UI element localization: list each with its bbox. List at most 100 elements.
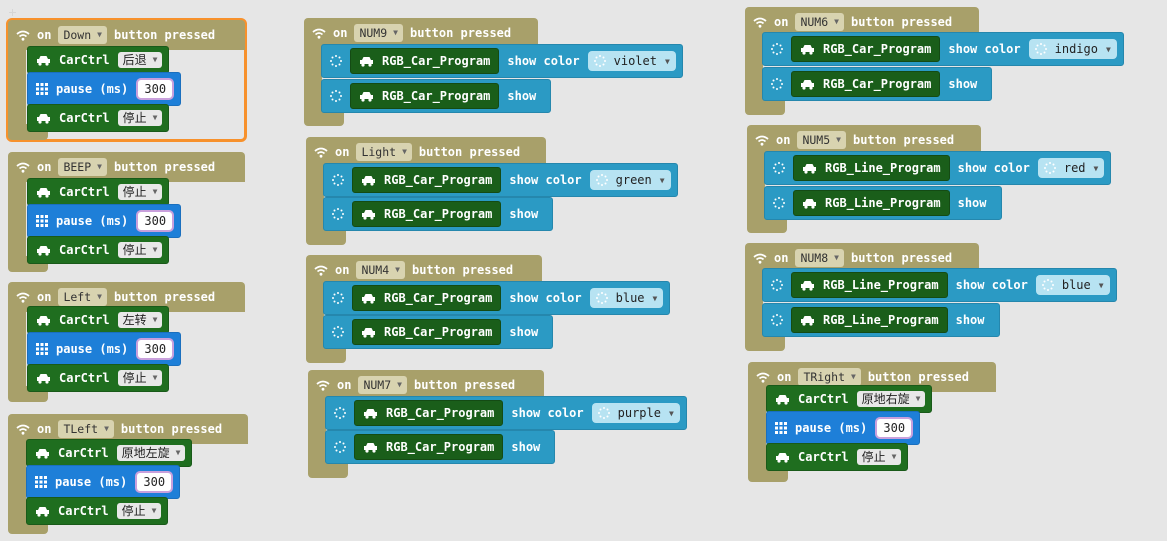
event-num5[interactable]: on NUM5▼ button pressed: [747, 125, 981, 233]
carctrl-dropdown[interactable]: 左转▼: [117, 312, 163, 328]
car-icon: [802, 163, 817, 174]
color-dropdown[interactable]: blue▼: [1035, 275, 1110, 295]
color-dropdown[interactable]: purple▼: [591, 403, 680, 423]
pause-value[interactable]: 300: [136, 78, 175, 100]
button-pressed-label: button pressed: [113, 28, 216, 42]
rgb-car-program-block[interactable]: RGB_Car_Program: [354, 400, 504, 426]
event-num9[interactable]: on NUM9▼ button pressed: [304, 18, 538, 126]
carctrl-dropdown[interactable]: 停止▼: [117, 370, 163, 386]
rgb-show-color-block[interactable]: RGB_Car_Program show color violet▼: [321, 44, 683, 78]
pause-block[interactable]: pause (ms) 300: [27, 204, 182, 238]
pause-value[interactable]: 300: [136, 210, 175, 232]
pause-block[interactable]: pause (ms) 300: [27, 72, 182, 106]
pause-value[interactable]: 300: [135, 471, 174, 493]
carctrl-block[interactable]: CarCtrl 停止▼: [27, 364, 170, 392]
wifi-icon: [316, 380, 330, 391]
rgb-show-block[interactable]: RGB_Car_Program show: [762, 67, 993, 101]
event-num8[interactable]: on NUM8▼ button pressed: [745, 243, 979, 351]
button-dropdown[interactable]: NUM8▼: [795, 249, 844, 267]
button-dropdown[interactable]: Down▼: [58, 26, 107, 44]
carctrl-dropdown[interactable]: 原地右旋▼: [856, 391, 926, 407]
button-dropdown[interactable]: TRight▼: [798, 368, 861, 386]
carctrl-block[interactable]: CarCtrl 停止▼: [26, 497, 169, 525]
carctrl-dropdown[interactable]: 停止▼: [117, 110, 163, 126]
rgb-car-program-block[interactable]: RGB_Car_Program: [352, 201, 502, 227]
carctrl-block[interactable]: CarCtrl 原地右旋▼: [766, 385, 933, 413]
event-num4[interactable]: on NUM4▼ button pressed: [306, 255, 542, 363]
rgb-show-block[interactable]: RGB_Car_Program show: [323, 197, 554, 231]
rgb-show-color-block[interactable]: RGB_Car_Program show color indigo▼: [762, 32, 1124, 66]
carctrl-block[interactable]: CarCtrl 停止▼: [766, 443, 909, 471]
button-dropdown[interactable]: Light▼: [356, 143, 412, 161]
car-icon: [800, 79, 815, 90]
grid-icon: [36, 343, 48, 355]
button-dropdown[interactable]: NUM9▼: [354, 24, 403, 42]
car-icon: [36, 55, 51, 66]
rgb-car-program-block[interactable]: RGB_Car_Program: [352, 285, 502, 311]
rgb-show-block[interactable]: RGB_Line_Program show: [764, 186, 1002, 220]
carctrl-block[interactable]: CarCtrl 停止▼: [27, 236, 170, 264]
carctrl-block[interactable]: CarCtrl 后退▼: [27, 46, 170, 74]
rgb-line-program-block[interactable]: RGB_Line_Program: [791, 272, 948, 298]
carctrl-block[interactable]: CarCtrl 原地左旋▼: [26, 439, 193, 467]
button-dropdown[interactable]: Left▼: [58, 288, 107, 306]
spinner-icon: [596, 174, 608, 186]
spinner-icon: [334, 407, 346, 419]
button-dropdown[interactable]: TLeft▼: [58, 420, 114, 438]
rgb-show-block[interactable]: RGB_Car_Program show: [321, 79, 552, 113]
rgb-show-color-block[interactable]: RGB_Car_Program show color blue▼: [323, 281, 671, 315]
rgb-show-color-block[interactable]: RGB_Car_Program show color green▼: [323, 163, 678, 197]
grid-icon: [775, 422, 787, 434]
pause-block[interactable]: pause (ms) 300: [27, 332, 182, 366]
button-dropdown[interactable]: NUM5▼: [797, 131, 846, 149]
carctrl-dropdown[interactable]: 停止▼: [116, 503, 162, 519]
rgb-car-program-block[interactable]: RGB_Car_Program: [791, 71, 941, 97]
rgb-show-color-block[interactable]: RGB_Car_Program show color purple▼: [325, 396, 687, 430]
button-dropdown[interactable]: NUM4▼: [356, 261, 405, 279]
rgb-car-program-block[interactable]: RGB_Car_Program: [352, 167, 502, 193]
carctrl-block[interactable]: CarCtrl 停止▼: [27, 104, 170, 132]
rgb-show-color-block[interactable]: RGB_Line_Program show color red▼: [764, 151, 1112, 185]
button-dropdown[interactable]: BEEP▼: [58, 158, 107, 176]
car-icon: [36, 187, 51, 198]
carctrl-dropdown[interactable]: 停止▼: [117, 242, 163, 258]
wifi-icon: [16, 292, 30, 303]
carctrl-block[interactable]: CarCtrl 左转▼: [27, 306, 170, 334]
spinner-icon: [332, 208, 344, 220]
rgb-show-block[interactable]: RGB_Car_Program show: [325, 430, 556, 464]
carctrl-dropdown[interactable]: 后退▼: [117, 52, 163, 68]
event-light[interactable]: on Light▼ button pressed: [306, 137, 546, 245]
color-dropdown[interactable]: red▼: [1037, 158, 1105, 178]
rgb-car-program-block[interactable]: RGB_Car_Program: [350, 48, 500, 74]
color-dropdown[interactable]: green▼: [589, 170, 671, 190]
rgb-line-program-block[interactable]: RGB_Line_Program: [793, 190, 950, 216]
rgb-show-block[interactable]: RGB_Car_Program show: [323, 315, 554, 349]
rgb-car-program-block[interactable]: RGB_Car_Program: [791, 36, 941, 62]
color-dropdown[interactable]: blue▼: [589, 288, 664, 308]
carctrl-dropdown[interactable]: 原地左旋▼: [116, 445, 186, 461]
spinner-icon: [773, 162, 785, 174]
event-down[interactable]: on Down▼ button pressed: [6, 18, 247, 142]
spinner-icon: [1035, 43, 1047, 55]
carctrl-dropdown[interactable]: 停止▼: [856, 449, 902, 465]
spinner-icon: [1042, 279, 1054, 291]
rgb-show-color-block[interactable]: RGB_Line_Program show color blue▼: [762, 268, 1117, 302]
rgb-car-program-block[interactable]: RGB_Car_Program: [350, 83, 500, 109]
color-dropdown[interactable]: indigo▼: [1028, 39, 1117, 59]
event-num7[interactable]: on NUM7▼ button pressed: [308, 370, 544, 478]
rgb-car-program-block[interactable]: RGB_Car_Program: [354, 434, 504, 460]
rgb-show-block[interactable]: RGB_Line_Program show: [762, 303, 1000, 337]
carctrl-dropdown[interactable]: 停止▼: [117, 184, 163, 200]
pause-block[interactable]: pause (ms) 300: [766, 411, 921, 445]
carctrl-block[interactable]: CarCtrl 停止▼: [27, 178, 170, 206]
pause-value[interactable]: 300: [875, 417, 914, 439]
rgb-line-program-block[interactable]: RGB_Line_Program: [793, 155, 950, 181]
button-dropdown[interactable]: NUM6▼: [795, 13, 844, 31]
rgb-car-program-block[interactable]: RGB_Car_Program: [352, 319, 502, 345]
button-dropdown[interactable]: NUM7▼: [358, 376, 407, 394]
rgb-line-program-block[interactable]: RGB_Line_Program: [791, 307, 948, 333]
pause-block[interactable]: pause (ms) 300: [26, 465, 181, 499]
car-icon: [36, 113, 51, 124]
pause-value[interactable]: 300: [136, 338, 175, 360]
color-dropdown[interactable]: violet▼: [587, 51, 676, 71]
